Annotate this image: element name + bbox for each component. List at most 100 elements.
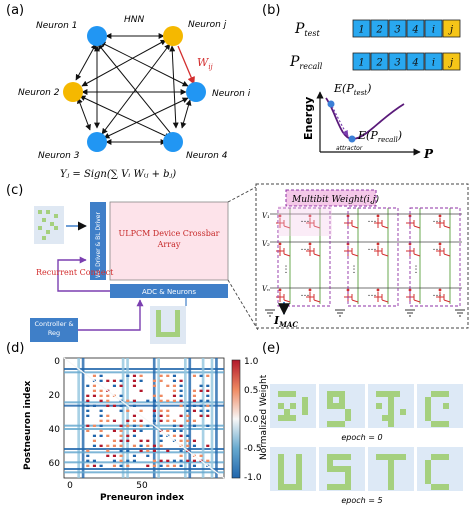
weight-cell [132,459,136,462]
weight-cell [186,414,190,417]
recall-pattern-tiles [270,384,463,491]
weight-cell [192,399,196,402]
weight-cell [126,419,130,422]
x-axis-label: Preneuron index [100,493,184,503]
weight-cell [86,454,90,457]
row-label-v1: V₁ [262,212,270,220]
weight-cell [192,374,196,377]
zoom-line-bottom [227,279,259,331]
weight-cell [119,434,123,437]
weight-cell [199,384,203,387]
weight-cell [132,424,136,427]
weight-cell [199,414,203,417]
cell-device [306,214,321,229]
weight-cell [106,454,110,457]
epoch-0-pixel [278,415,296,421]
weight-cell [139,424,143,427]
p-test-cell-1 [352,19,371,38]
epoch-0-pixel [339,397,345,403]
epoch-0-pixel [278,403,284,409]
neuron-3-node [87,132,107,152]
weight-cell [106,449,110,452]
epoch-0-pixel [290,403,296,409]
weight-cell [206,374,210,377]
p-recall-cell-2 [370,52,389,71]
y-axis-label: Postneuron index [23,380,33,470]
weight-cell [152,449,156,452]
weight-cell [99,419,103,422]
weight-cell [152,464,156,467]
weight-cell [172,379,176,382]
p-recall-cell-label: 4 [411,58,418,69]
weight-cell [99,399,103,402]
weight-cell [159,459,163,462]
weight-cell [112,444,116,447]
cbar-tick-0: 0.0 [244,415,259,425]
epoch-0-pixel [327,391,345,397]
multibit-weight-box [285,189,377,207]
output-pattern-pixels [156,310,180,337]
weight-col-band [157,358,160,478]
ellipsis: … [368,215,377,225]
highlighted-weight [278,206,332,236]
controller-label: Controller & Reg [34,320,74,337]
weight-cell [172,384,176,387]
neuron-3-label: Neuron 3 [38,151,80,161]
weight-cell [186,419,190,422]
colorbar-label: Normalized Weight [259,374,269,460]
weight-cell [92,459,96,462]
weight-row-band [64,448,224,450]
weight-cell [99,434,103,437]
weight-cell [179,434,183,437]
ellipsis: … [301,289,310,299]
ellipsis: … [368,289,377,299]
p-recall-cell-4 [406,52,425,71]
epoch-0-pixel [327,397,333,409]
p-test-cell-j [442,19,461,38]
epoch-0-pixel [382,415,388,421]
weight-cell [159,419,163,422]
weight-cell [166,464,170,467]
weight-cell [86,429,90,432]
weight-cell [179,459,183,462]
weight-cell [199,389,203,392]
weight-cell [152,419,156,422]
weight-cell [159,399,163,402]
zoom-line-top [227,185,259,203]
e-recall-label: E(Precall) [357,129,402,144]
weight-cell [206,389,210,392]
weight-cell [99,414,103,417]
neuron-1-node [87,26,107,46]
epoch-5-pixel [327,466,351,472]
y-tick-60: 60 [49,459,61,469]
weight-cell [139,379,143,382]
weight-cell [172,389,176,392]
colorbar [231,359,241,479]
ground-icon [335,309,345,317]
weight-cell [86,464,90,467]
multibit-group [277,207,331,307]
weight-cell [132,414,136,417]
weight-cell [132,379,136,382]
weight-cell [112,379,116,382]
weight-cell [179,454,183,457]
ellipsis: … [301,243,310,253]
energy-axis-label: Energy [302,97,315,140]
weight-cell [139,439,143,442]
epoch-5-tile [270,447,316,491]
epoch-0-pixel [376,391,400,397]
cbar-tick-1: 1.0 [244,357,259,367]
weight-cell [106,404,110,407]
weight-cell [172,459,176,462]
weight-cell [126,374,130,377]
weight-cell [152,409,156,412]
weight-cell [206,404,210,407]
weight-cell [192,404,196,407]
weight-cell [126,399,130,402]
weight-cell [106,399,110,402]
p-test-cell-4 [406,19,425,38]
y-tick-40: 40 [49,425,61,435]
